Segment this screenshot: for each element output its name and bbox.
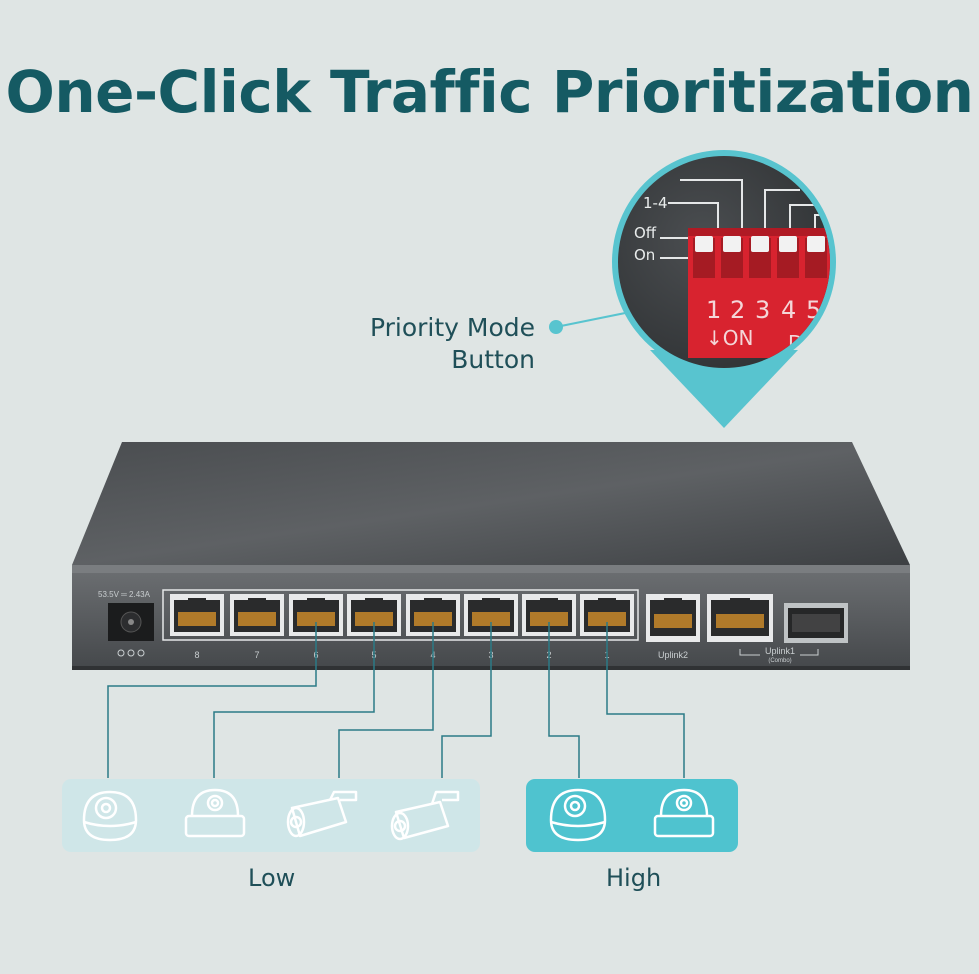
dip-number-1: 1 [706,296,721,324]
rj45-ports [170,594,848,643]
dome-camera-icon [653,788,715,838]
port-uplink1-rj45[interactable] [707,594,773,642]
dip-toggle-1[interactable] [695,236,713,252]
port-label-8: 8 [194,650,199,660]
zoom-bubble: 1-4 Off On 1 2 3 [612,150,836,428]
uplink1-label: Uplink1 [765,646,795,656]
dip-on-marking: ↓ON [706,326,753,350]
dip-toggle-4[interactable] [779,236,797,252]
dip-switch-toggles[interactable] [695,236,825,252]
low-priority-box [62,779,480,852]
bullet-camera-icon [390,790,460,841]
port-8[interactable] [170,594,224,636]
port-bracket [162,589,639,641]
dip-toggle-3[interactable] [751,236,769,252]
dip-on-label: On [634,246,655,264]
high-priority-label: High [606,864,662,892]
uplink2-label: Uplink2 [658,650,688,660]
dip-group-label: 1-4 [643,194,668,212]
power-rating-label: 53.5V ═ 2.43A [98,590,151,599]
low-priority-label: Low [248,864,296,892]
dip-number-4: 4 [781,296,796,324]
dip-toggle-5[interactable] [807,236,825,252]
bullet-camera-icon [286,790,358,838]
power-jack: 53.5V ═ 2.43A [98,590,154,657]
switch-top [72,442,910,565]
priority-mode-label-line1: Priority Mode [369,313,535,342]
dip-number-3: 3 [755,296,770,324]
port-7[interactable] [230,594,284,636]
port-uplink2[interactable] [646,594,700,642]
dip-number-2: 2 [730,296,745,324]
dip-off-label: Off [634,224,657,242]
port-connectors [107,622,685,778]
priority-mode-label-line2: Button [451,345,535,374]
dome-camera-icon [82,790,138,842]
dome-camera-icon [549,788,607,842]
uplink1-sublabel: (Combo) [768,658,791,664]
port-uplink1-sfp[interactable] [784,603,848,643]
dip-toggle-2[interactable] [723,236,741,252]
dome-camera-icon [184,788,246,838]
page-title: One-Click Traffic Prioritization [5,58,974,126]
port-label-7: 7 [254,650,259,660]
priority-mode-label: Priority Mode Button [370,312,535,376]
